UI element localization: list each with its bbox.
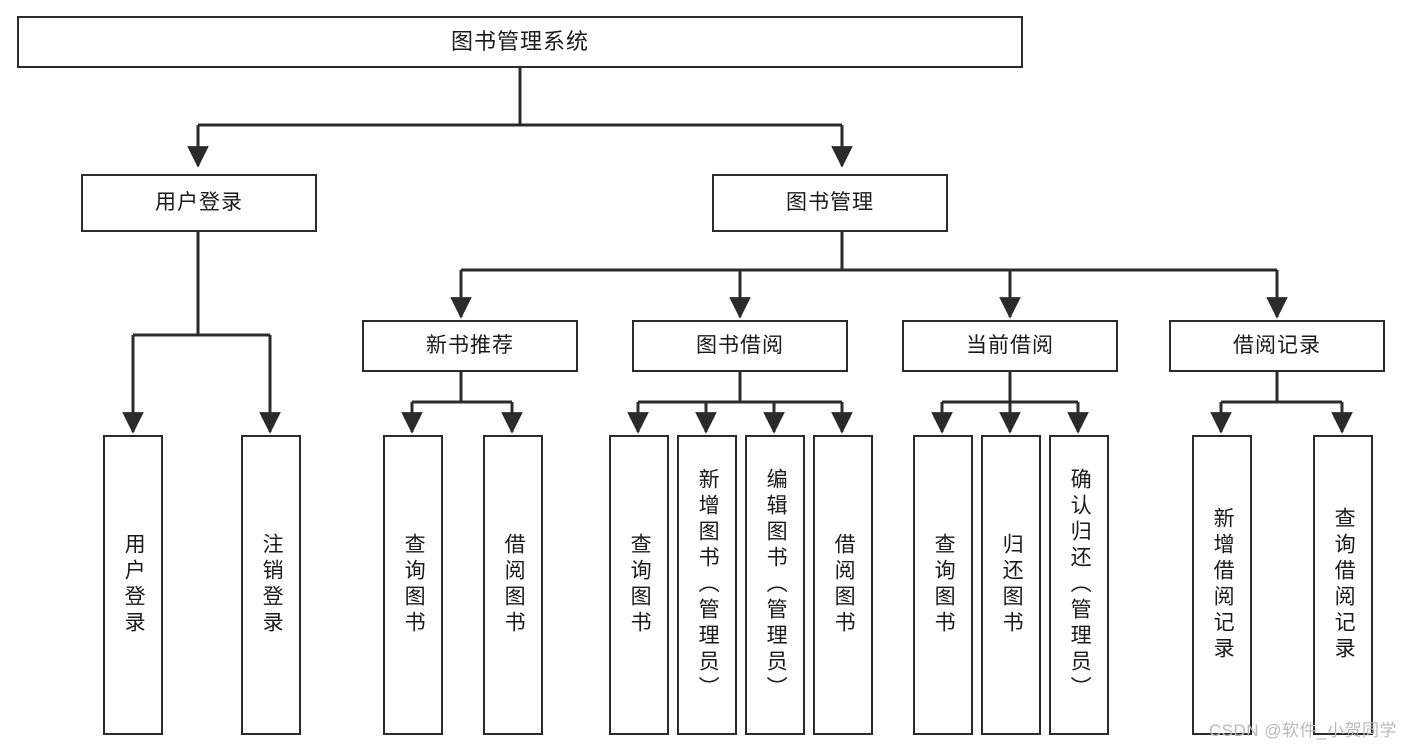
node-user-login-label: 用户登录 [155,190,243,214]
node-leaf-query-book-1[interactable]: 查询图书 [383,435,443,735]
node-leaf-confirm-return-label: 确认归还（管理员） [1068,468,1092,702]
node-leaf-logout[interactable]: 注销登录 [241,435,301,735]
node-current-borrow-label: 当前借阅 [966,333,1054,357]
node-leaf-query-book-2-label: 查询图书 [628,533,652,637]
node-borrow-record[interactable]: 借阅记录 [1169,320,1385,372]
node-leaf-add-record-label: 新增借阅记录 [1211,507,1235,663]
node-user-login[interactable]: 用户登录 [81,174,317,232]
node-leaf-user-login-label: 用户登录 [122,533,146,637]
node-leaf-query-book-2[interactable]: 查询图书 [609,435,669,735]
node-book-borrow-label: 图书借阅 [696,333,784,357]
node-leaf-query-book-3-label: 查询图书 [932,533,956,637]
node-book-borrow[interactable]: 图书借阅 [632,320,848,372]
node-leaf-confirm-return[interactable]: 确认归还（管理员） [1049,435,1109,735]
node-leaf-query-book-1-label: 查询图书 [402,533,426,637]
node-leaf-query-record[interactable]: 查询借阅记录 [1313,435,1373,735]
node-book-manage[interactable]: 图书管理 [712,174,948,232]
node-leaf-add-book[interactable]: 新增图书（管理员） [677,435,737,735]
node-leaf-borrow-book-2[interactable]: 借阅图书 [813,435,873,735]
node-leaf-return-book-label: 归还图书 [1000,533,1024,637]
node-leaf-logout-label: 注销登录 [260,533,284,637]
node-leaf-return-book[interactable]: 归还图书 [981,435,1041,735]
node-leaf-add-book-label: 新增图书（管理员） [696,468,720,702]
node-leaf-borrow-book-1[interactable]: 借阅图书 [483,435,543,735]
node-current-borrow[interactable]: 当前借阅 [902,320,1118,372]
node-book-manage-label: 图书管理 [786,190,874,214]
node-leaf-query-record-label: 查询借阅记录 [1332,507,1356,663]
node-leaf-edit-book[interactable]: 编辑图书（管理员） [745,435,805,735]
node-leaf-user-login[interactable]: 用户登录 [103,435,163,735]
node-leaf-borrow-book-2-label: 借阅图书 [832,533,856,637]
node-leaf-add-record[interactable]: 新增借阅记录 [1192,435,1252,735]
node-borrow-record-label: 借阅记录 [1233,333,1321,357]
node-leaf-edit-book-label: 编辑图书（管理员） [764,468,788,702]
node-root-system-label: 图书管理系统 [450,29,589,55]
node-root-system[interactable]: 图书管理系统 [17,16,1023,68]
node-leaf-borrow-book-1-label: 借阅图书 [502,533,526,637]
node-new-book-recommend[interactable]: 新书推荐 [362,320,578,372]
node-leaf-query-book-3[interactable]: 查询图书 [913,435,973,735]
node-new-book-recommend-label: 新书推荐 [426,333,514,357]
